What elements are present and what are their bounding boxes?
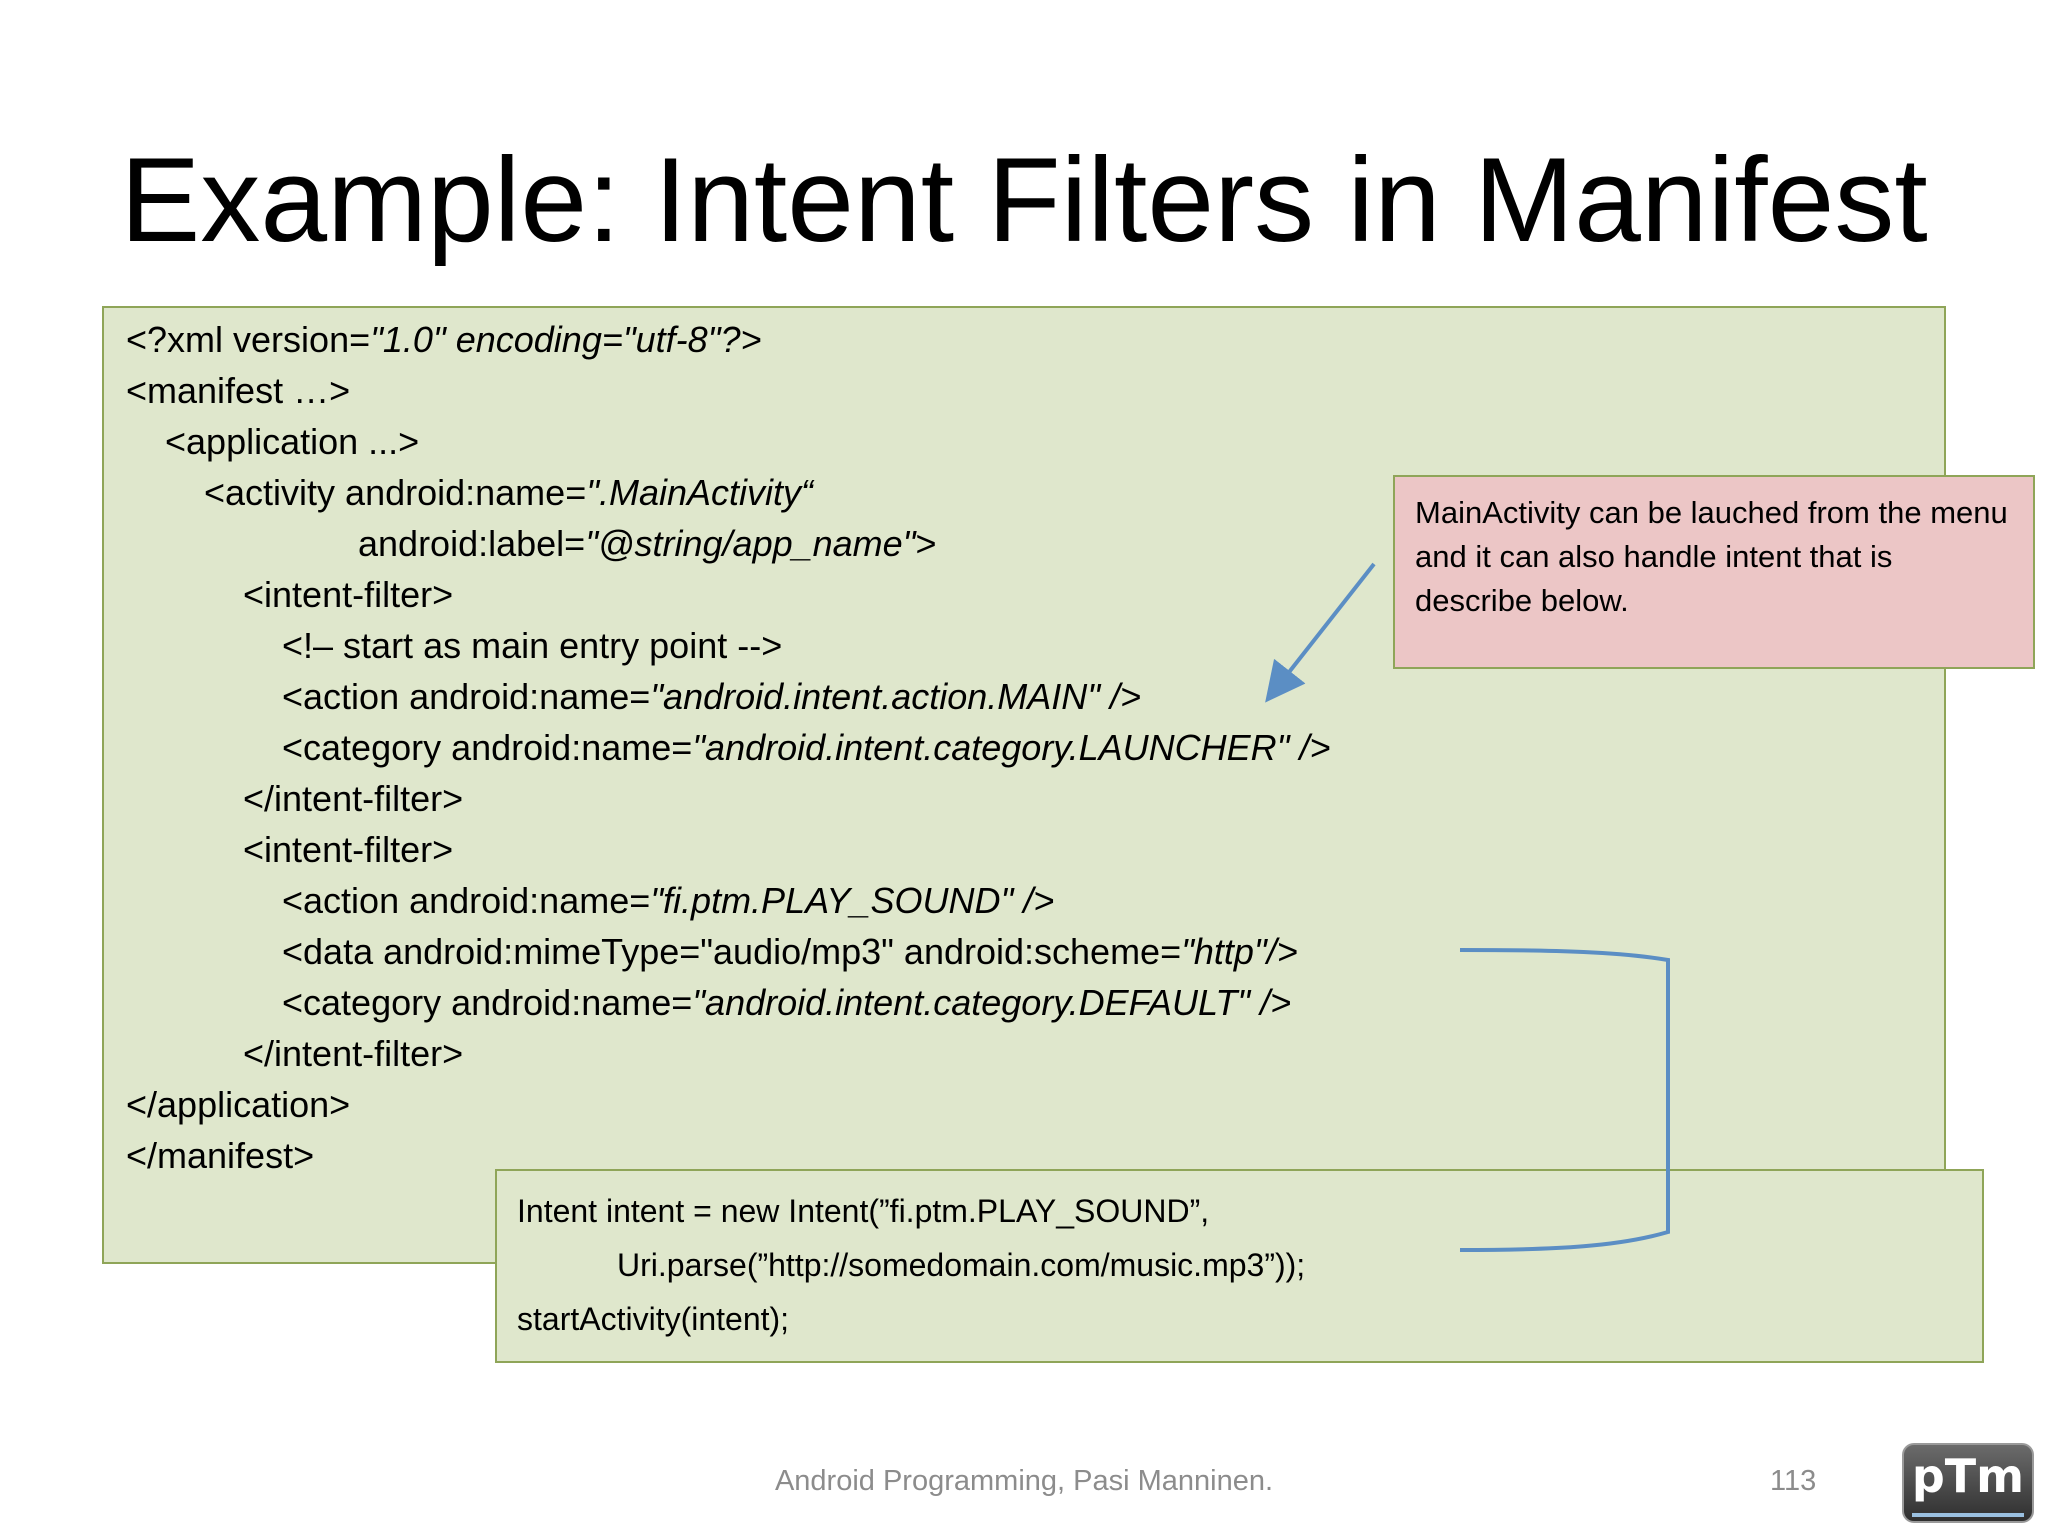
callout-note: MainActivity can be lauched from the men…	[1393, 475, 2035, 669]
snippet-line: Intent intent = new Intent(”fi.ptm.PLAY_…	[517, 1193, 1210, 1229]
callout-text: MainActivity can be lauched from the men…	[1415, 495, 2008, 618]
code-line: <category android:name="android.intent.c…	[282, 727, 1331, 768]
code-line: </intent-filter>	[243, 1033, 464, 1074]
code-line: </intent-filter>	[243, 778, 464, 819]
footer-text: Android Programming, Pasi Manninen.	[774, 1465, 1274, 1497]
code-line: <manifest …>	[126, 370, 351, 411]
code-line: </application>	[126, 1084, 351, 1125]
bracket-connector	[1459, 948, 1670, 1252]
snippet-line: Uri.parse(”http://somedomain.com/music.m…	[617, 1247, 1306, 1283]
snippet-line: startActivity(intent);	[517, 1301, 790, 1337]
java-snippet-box: Intent intent = new Intent(”fi.ptm.PLAY_…	[495, 1169, 1984, 1363]
logo-underline	[1912, 1513, 2024, 1517]
logo-text: pTm	[1911, 1449, 2025, 1503]
code-line: <data android:mimeType="audio/mp3" andro…	[282, 931, 1298, 972]
page-number: 113	[1770, 1465, 1817, 1497]
code-line: android:label="@string/app_name">	[358, 523, 937, 564]
code-line: <action android:name="android.intent.act…	[282, 676, 1142, 717]
code-line: <?xml version="1.0" encoding="utf-8"?>	[126, 319, 762, 360]
code-line: <intent-filter>	[243, 829, 454, 870]
code-line: <action android:name="fi.ptm.PLAY_SOUND"…	[282, 880, 1055, 921]
code-line: <application ...>	[165, 421, 420, 462]
manifest-code-box: <?xml version="1.0" encoding="utf-8"?> <…	[102, 306, 1946, 1264]
code-line: <intent-filter>	[243, 574, 454, 615]
code-line: </manifest>	[126, 1135, 315, 1176]
code-line: <activity android:name=".MainActivity“	[204, 472, 814, 513]
code-line: <category android:name="android.intent.c…	[282, 982, 1292, 1023]
ptm-logo-icon: pTm	[1902, 1443, 2034, 1523]
slide-title: Example: Intent Filters in Manifest	[120, 133, 1928, 267]
code-line: <!– start as main entry point -->	[282, 625, 783, 666]
callout-arrow	[1265, 562, 1376, 703]
